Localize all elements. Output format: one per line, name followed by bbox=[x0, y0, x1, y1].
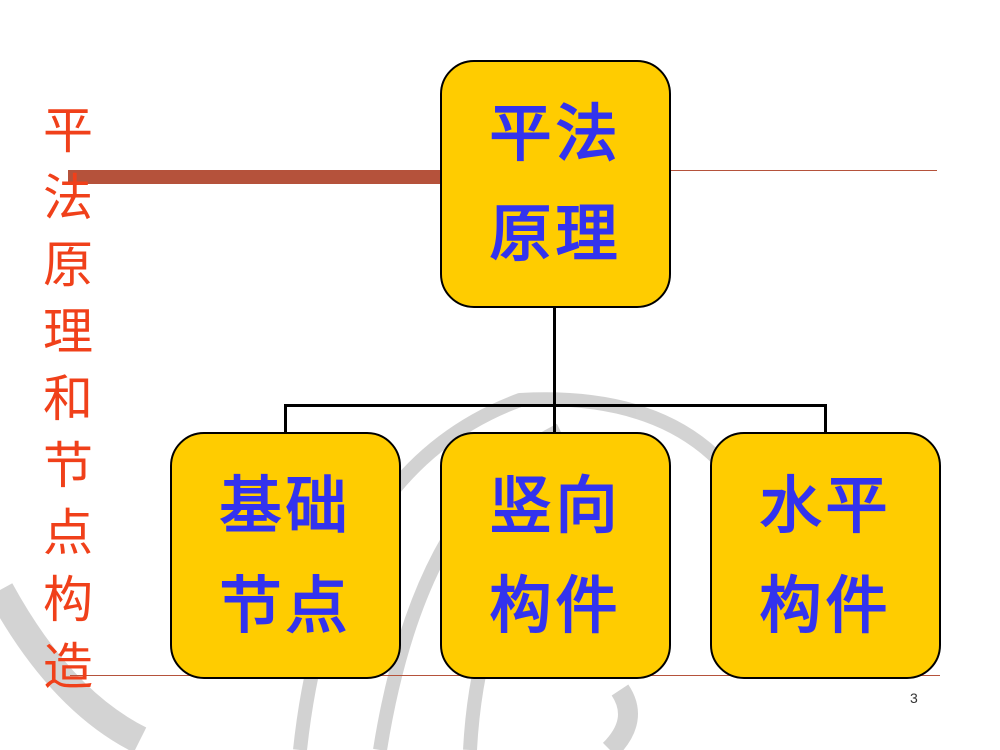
node-text: 构件 bbox=[489, 568, 622, 642]
child-node-vertical: 竖向 构件 bbox=[440, 432, 671, 679]
node-text: 竖向 bbox=[489, 468, 622, 542]
title-char: 和 bbox=[43, 370, 93, 428]
title-char: 点 bbox=[43, 504, 93, 562]
node-text: 基础 bbox=[219, 468, 352, 542]
title-char: 原 bbox=[43, 236, 93, 294]
node-text: 水平 bbox=[759, 468, 892, 542]
vertical-title: 平 法 原 理 和 节 点 构 造 bbox=[38, 98, 98, 701]
title-char: 平 bbox=[43, 102, 93, 160]
title-char: 造 bbox=[43, 638, 93, 696]
child-node-horizontal: 水平 构件 bbox=[710, 432, 941, 679]
title-char: 构 bbox=[43, 571, 93, 629]
header-rule-thick bbox=[68, 170, 440, 184]
title-char: 理 bbox=[43, 303, 93, 361]
connector-drop bbox=[284, 404, 287, 434]
node-text: 平法 bbox=[489, 97, 622, 170]
node-text: 节点 bbox=[219, 568, 352, 642]
title-char: 节 bbox=[43, 437, 93, 495]
child-node-foundation: 基础 节点 bbox=[170, 432, 401, 679]
title-char: 法 bbox=[43, 169, 93, 227]
header-rule-thin bbox=[670, 170, 937, 171]
connector-trunk bbox=[553, 307, 556, 407]
page-number: 3 bbox=[910, 690, 918, 706]
node-text: 原理 bbox=[489, 197, 622, 270]
connector-drop bbox=[553, 404, 556, 434]
root-node: 平法 原理 bbox=[440, 60, 671, 308]
connector-drop bbox=[824, 404, 827, 434]
node-text: 构件 bbox=[759, 568, 892, 642]
